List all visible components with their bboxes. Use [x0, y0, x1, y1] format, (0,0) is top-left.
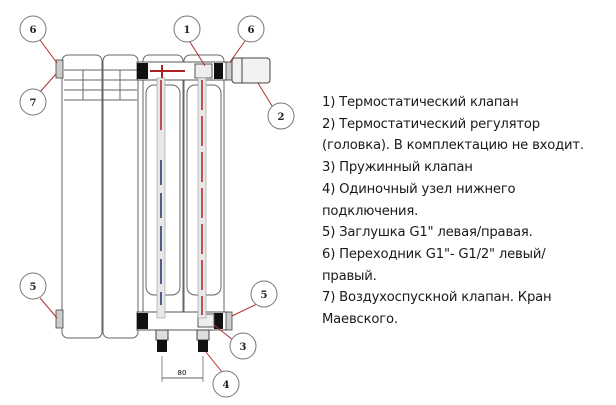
- svg-text:7: 7: [30, 98, 37, 109]
- svg-text:4: 4: [223, 380, 230, 391]
- thermostatic-valve: [194, 63, 213, 79]
- dimension-80: 80: [161, 356, 204, 382]
- legend-line: 7) Воздухоспускной клапан. Кран: [322, 290, 552, 306]
- callout-5-right: 5: [250, 280, 278, 308]
- radiator-diagram: 80 6 7 1 6 2 5 5 3 4: [19, 15, 295, 398]
- plug-block: [137, 63, 148, 79]
- leader-lines: [39, 39, 273, 373]
- legend-line: 6) Переходник G1"- G1/2" левый/: [322, 246, 546, 262]
- legend-line: Маевского.: [322, 312, 398, 328]
- legend-line: (головка). В комплектацию не входит.: [322, 138, 584, 154]
- top-header: [136, 61, 228, 81]
- callout-2: 2: [267, 102, 295, 130]
- legend-line: 5) Заглушка G1" левая/правая.: [322, 225, 533, 241]
- bottom-connectors: [155, 329, 210, 352]
- bottom-header: [136, 311, 228, 331]
- svg-text:3: 3: [240, 342, 247, 353]
- legend-line: подключения.: [322, 203, 419, 219]
- legend-line: 4) Одиночный узел нижнего: [322, 181, 516, 197]
- thermostat-head: [231, 57, 271, 84]
- parts-legend: 1) Термостатический клапан 2) Термостати…: [322, 92, 616, 331]
- svg-text:1: 1: [184, 25, 191, 36]
- callout-4: 4: [212, 370, 240, 398]
- callout-7: 7: [19, 88, 47, 116]
- dimension-label: 80: [178, 369, 187, 377]
- callout-3: 3: [229, 332, 257, 360]
- callout-5-left: 5: [19, 272, 47, 300]
- internal-pipes: [156, 77, 207, 319]
- svg-text:6: 6: [30, 25, 37, 36]
- legend-line: 3) Пружинный клапан: [322, 160, 473, 176]
- callout-6-left: 6: [19, 15, 47, 43]
- callout-1: 1: [173, 15, 201, 43]
- svg-text:5: 5: [30, 282, 37, 293]
- legend-line: правый.: [322, 268, 377, 284]
- legend-line: 1) Термостатический клапан: [322, 95, 519, 110]
- svg-text:5: 5: [261, 290, 268, 301]
- svg-text:2: 2: [278, 112, 285, 123]
- callout-6-right: 6: [237, 15, 265, 43]
- svg-text:6: 6: [248, 25, 255, 36]
- legend-line: 2) Термостатический регулятор: [322, 116, 540, 132]
